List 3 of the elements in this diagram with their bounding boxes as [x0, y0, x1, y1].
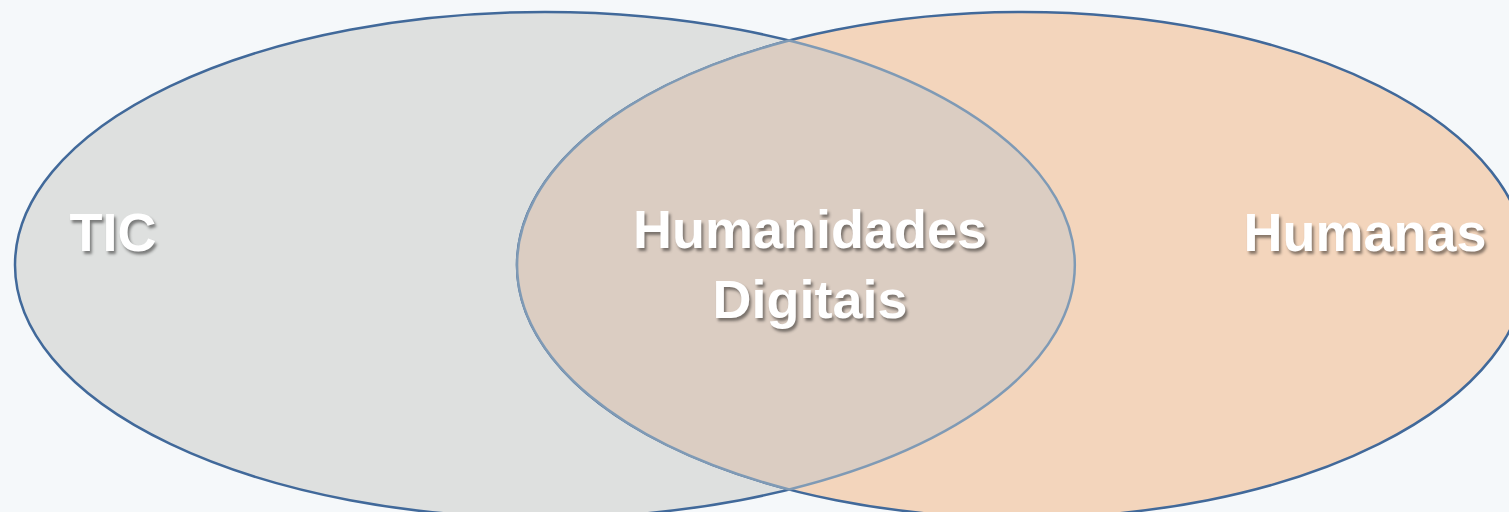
set-label: Humanas: [1242, 201, 1488, 264]
set-label: TIC: [68, 201, 158, 264]
set-label: Humanidades Digitais: [631, 198, 989, 331]
